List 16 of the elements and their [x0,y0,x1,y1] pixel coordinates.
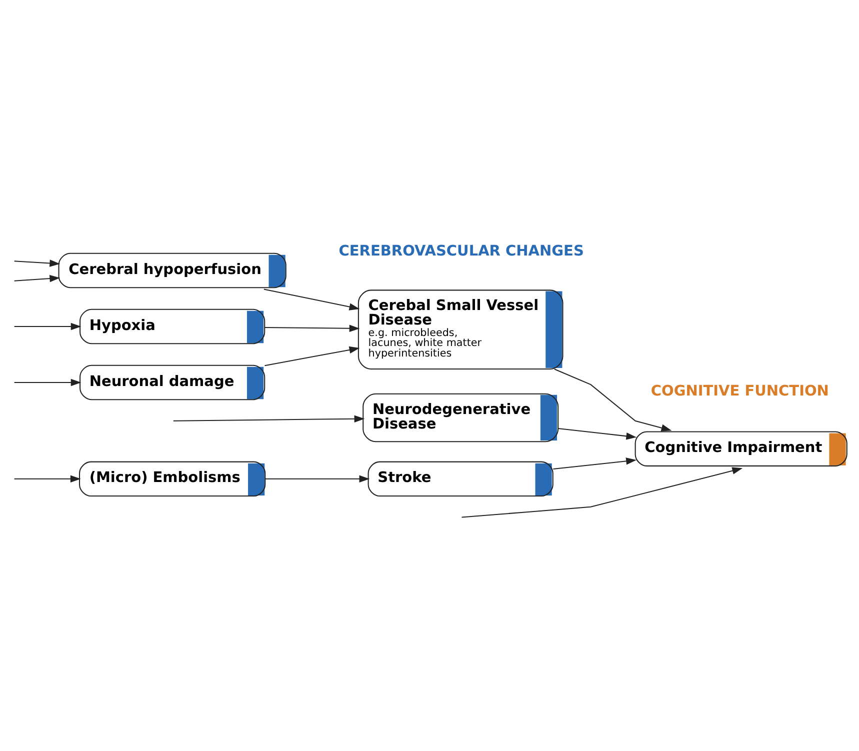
arrow [552,457,636,470]
arrow [461,466,742,518]
arrow [264,324,360,332]
arrow [14,322,81,330]
label: CEREBROVASCULAR CHANGES [338,243,584,260]
arrow [14,378,81,386]
arrow [558,428,636,440]
arrow [14,259,60,266]
arrow [14,474,80,482]
arrow [14,274,60,282]
arrow [554,368,672,431]
label: COGNITIVE FUNCTION [650,383,828,400]
arrow [265,474,370,482]
arrow [172,414,364,422]
arrow [264,346,360,366]
arrow [263,288,360,310]
